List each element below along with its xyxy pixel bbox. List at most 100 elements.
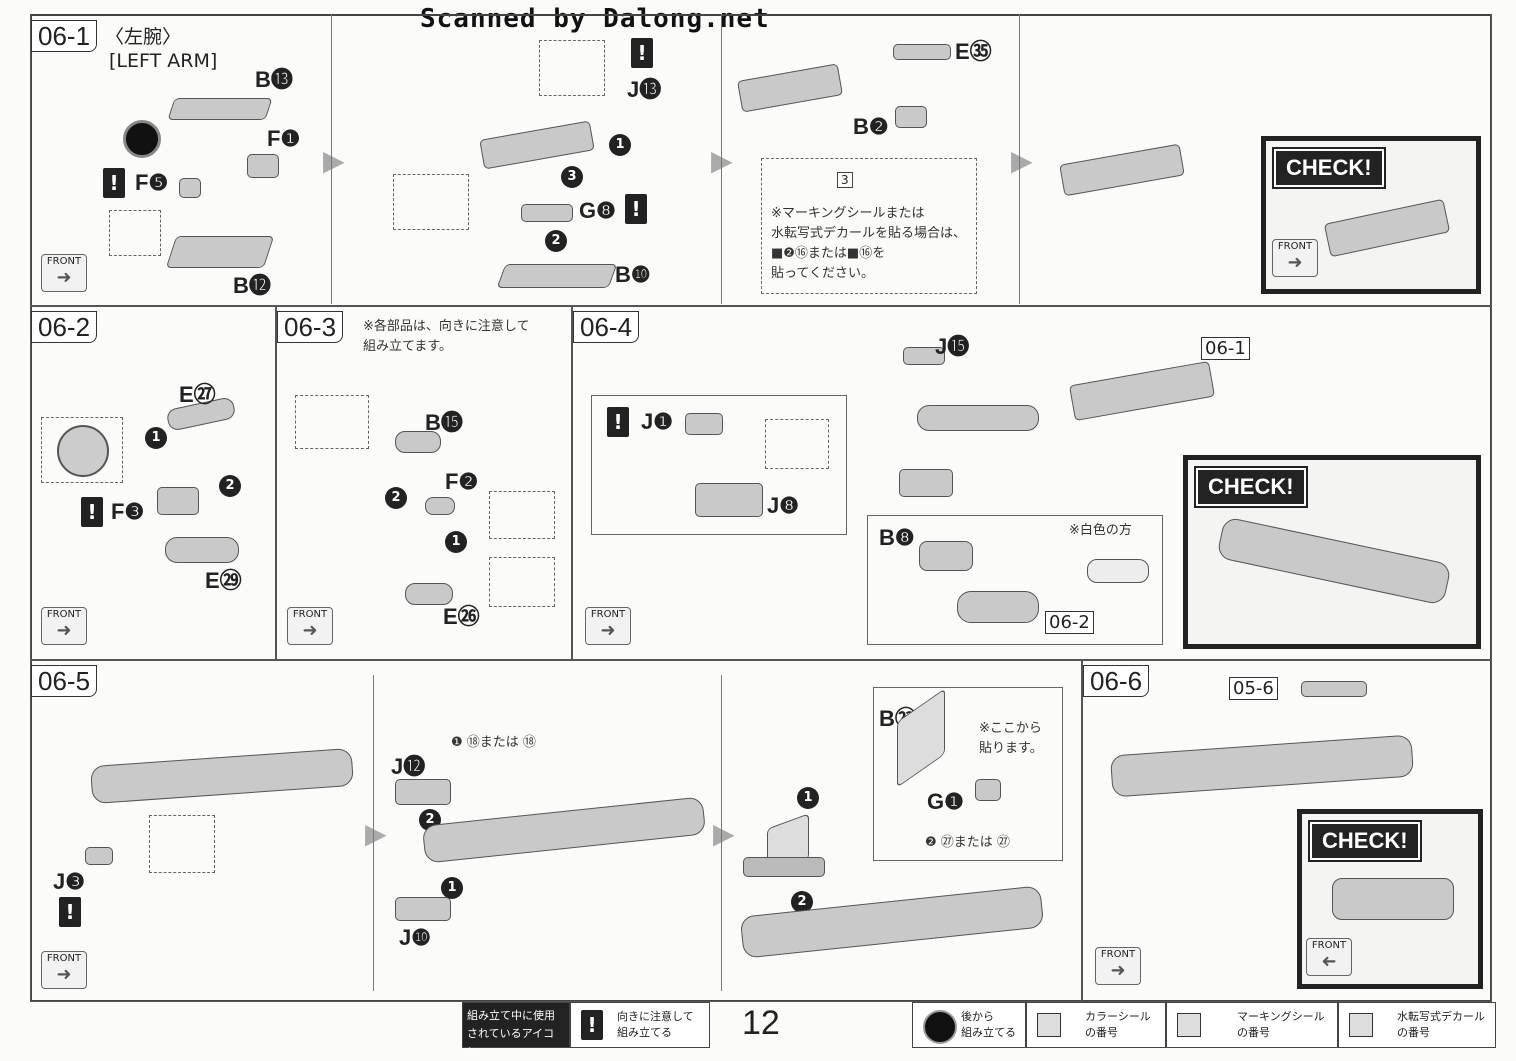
part-f5 — [179, 178, 201, 198]
label-f3: F❸ — [111, 499, 145, 524]
check-box: CHECK! FRONT➜ — [1297, 809, 1483, 989]
step-number-2: 2 — [219, 475, 241, 497]
label-j1: J❶ — [641, 409, 673, 434]
part-j1 — [685, 413, 723, 435]
label-b2: B❷ — [853, 114, 889, 139]
label-e29: E㉙ — [205, 568, 242, 593]
step-number-1: 1 — [445, 531, 467, 553]
part-j3 — [85, 847, 113, 865]
white-note: ※白色の方 — [1069, 523, 1132, 538]
paste-note: ※ここから 貼ります。 — [979, 721, 1043, 756]
later-assembly-icon — [923, 1010, 957, 1044]
panel-06-3: 06-3 ※各部品は、向きに注意して 組み立てます。 B⓯ 2 F❷ 1 E㉖ … — [276, 306, 572, 660]
sticker-note-2: ❷ ㉗または ㉗ — [925, 835, 1010, 850]
caution-icon: ! — [631, 38, 653, 68]
check-box: CHECK! — [1183, 455, 1481, 649]
step-tag: 06-2 — [31, 311, 98, 343]
panel-06-4: 06-4 ! J❶ J❽ J⓯ 06-1 B❽ ※白色の方 06-2 FRONT… — [572, 306, 1492, 660]
detail-box — [765, 419, 829, 469]
legend-text: マーキングシール の番号 — [1237, 1010, 1325, 1039]
part-arm-assembly — [1323, 198, 1451, 258]
part-e26 — [405, 583, 453, 605]
label-b10: B❿ — [615, 262, 651, 287]
legend-item: 後から 組み立てる — [912, 1002, 1026, 1048]
legend-title: 組み立て中に使用 されているアイコン — [462, 1002, 570, 1058]
step-number-2: 2 — [385, 487, 407, 509]
detail-box — [489, 557, 555, 607]
part-fin — [1301, 681, 1367, 697]
part-arm-assembly — [1216, 516, 1452, 606]
step-number-1: 1 — [609, 134, 631, 156]
step-tag: 06-4 — [573, 311, 640, 343]
front-indicator: FRONT➜ — [585, 607, 631, 645]
label-e26: E㉖ — [443, 604, 480, 629]
part-j10 — [395, 897, 451, 921]
legend-item: ! 向きに注意して 組み立てる — [570, 1002, 710, 1048]
label-j15: J⓯ — [935, 334, 970, 359]
color-sticker-icon — [1037, 1013, 1061, 1037]
detail-box — [489, 491, 555, 539]
part-f1 — [247, 154, 279, 178]
part-b8 — [919, 541, 973, 571]
legend-text: カラーシール の番号 — [1085, 1010, 1151, 1039]
label-f2: F❷ — [445, 469, 479, 494]
part-arm-assembly — [739, 885, 1045, 959]
part-arm-block — [736, 63, 844, 113]
panel-06-1: 06-1 〈左腕〉 [LEFT ARM] B⓭ F❶ ! F❺ B⓬ FRONT… — [30, 14, 1492, 306]
step-number-2: 2 — [791, 891, 813, 913]
panel-06-2: 06-2 E㉗ 1 2 ! F❸ E㉙ FRONT➜ — [30, 306, 276, 660]
caution-icon: ! — [581, 1010, 603, 1040]
legend-text: 向きに注意して 組み立てる — [617, 1010, 694, 1039]
divider — [1019, 14, 1020, 304]
front-indicator: FRONT➜ — [41, 254, 87, 292]
front-indicator: FRONT➜ — [1306, 938, 1352, 976]
step-arrow: ▶ — [365, 817, 387, 850]
detail-box — [295, 395, 369, 449]
part-arm-assembly — [1109, 734, 1415, 798]
panel-title-jp: 〈左腕〉 — [105, 26, 182, 48]
part-f3 — [157, 487, 199, 515]
sticker-note: ※マーキングシールまたは 水転写式デカールを貼る場合は、 ■❷⑯または■⑯を 貼… — [771, 206, 967, 281]
step-tag: 06-1 — [31, 20, 98, 52]
ref-06-2: 06-2 — [1045, 611, 1094, 634]
label-f1: F❶ — [267, 126, 301, 151]
step-arrow: ▶ — [713, 817, 735, 850]
check-label: CHECK! — [1272, 147, 1386, 189]
part-arm-assembly — [1059, 143, 1185, 197]
step-number-1: 1 — [797, 787, 819, 809]
part-arm-assembly — [1068, 360, 1216, 422]
part-e35 — [893, 44, 951, 60]
detail-box — [873, 687, 1063, 861]
step-arrow: ▶ — [1011, 144, 1033, 177]
step-arrow: ▶ — [323, 144, 345, 177]
later-assembly-icon — [123, 120, 161, 158]
check-label: CHECK! — [1308, 820, 1422, 862]
divider — [721, 14, 722, 304]
label-b15: B⓯ — [425, 410, 463, 435]
detail-box — [591, 395, 847, 535]
part-elbow — [917, 405, 1039, 431]
marking-sticker-icon — [1177, 1013, 1201, 1037]
label-b8: B❽ — [879, 525, 915, 550]
label-f5: F❺ — [135, 170, 169, 195]
detail-box — [109, 210, 161, 256]
ref-06-1: 06-1 — [1201, 337, 1250, 360]
legend-text: 後から 組み立てる — [961, 1010, 1016, 1039]
sticker-number: 3 — [837, 172, 853, 188]
label-b12: B⓬ — [233, 273, 271, 298]
front-indicator: FRONT➜ — [1095, 947, 1141, 985]
detail-box — [393, 174, 469, 230]
detail-box — [149, 815, 215, 873]
label-j3: J❸ — [53, 869, 85, 894]
step-number-1: 1 — [441, 877, 463, 899]
caution-icon: ! — [81, 497, 103, 527]
front-indicator: FRONT➜ — [41, 607, 87, 645]
part-arm-block — [479, 120, 595, 170]
part-b12 — [165, 236, 275, 268]
label-j10: J❿ — [399, 925, 431, 950]
part-j15 — [903, 347, 945, 365]
part-upper-arm — [957, 591, 1039, 623]
caution-icon: ! — [103, 168, 125, 198]
panel-06-6: 06-6 05-6 FRONT➜ CHECK! FRONT➜ — [1082, 660, 1492, 1002]
front-indicator: FRONT➜ — [287, 607, 333, 645]
